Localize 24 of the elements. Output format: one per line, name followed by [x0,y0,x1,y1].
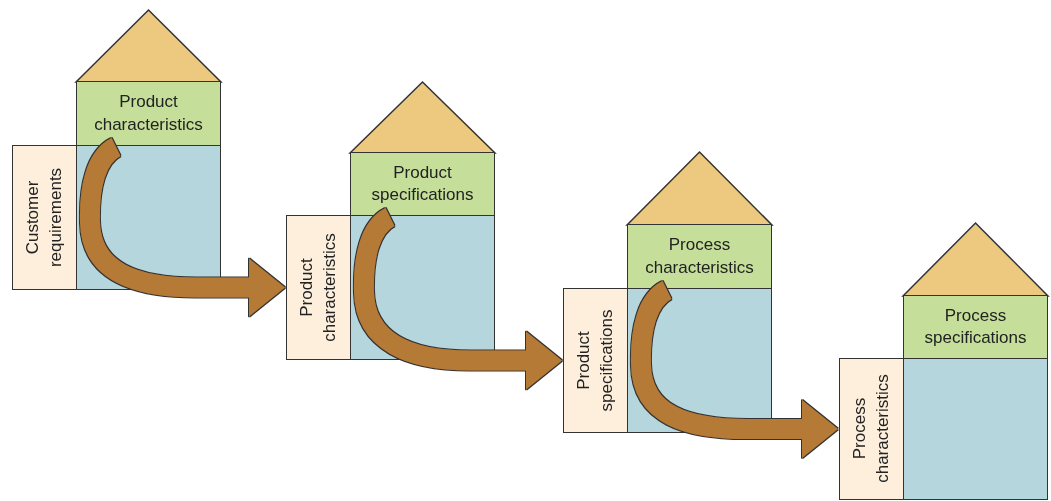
side-label-box [12,145,77,290]
header-label: Product specifications [370,161,475,206]
curved-arrow [630,281,838,458]
header-label: Process characteristics [644,234,755,279]
header-box [627,224,772,289]
header-label: Process specifications [923,304,1028,349]
side-label: Customer requirements [21,166,65,269]
side-label-box [839,358,904,500]
curved-arrow [79,138,285,317]
roof-triangle [350,82,495,153]
header-box [350,152,495,216]
side-label: Product specifications [572,307,616,414]
roof-triangle [903,223,1048,296]
header-box [903,295,1048,359]
side-label-box [563,288,628,433]
side-label-box [286,215,351,360]
side-label: Product characteristics [295,231,339,344]
side-label: Process characteristics [848,373,892,485]
header-label: Product characteristics [93,91,204,136]
roof-triangle [76,10,221,82]
header-box [76,81,221,146]
curved-arrow [353,208,562,390]
roof-triangle [627,152,772,225]
matrix-box [903,358,1048,500]
